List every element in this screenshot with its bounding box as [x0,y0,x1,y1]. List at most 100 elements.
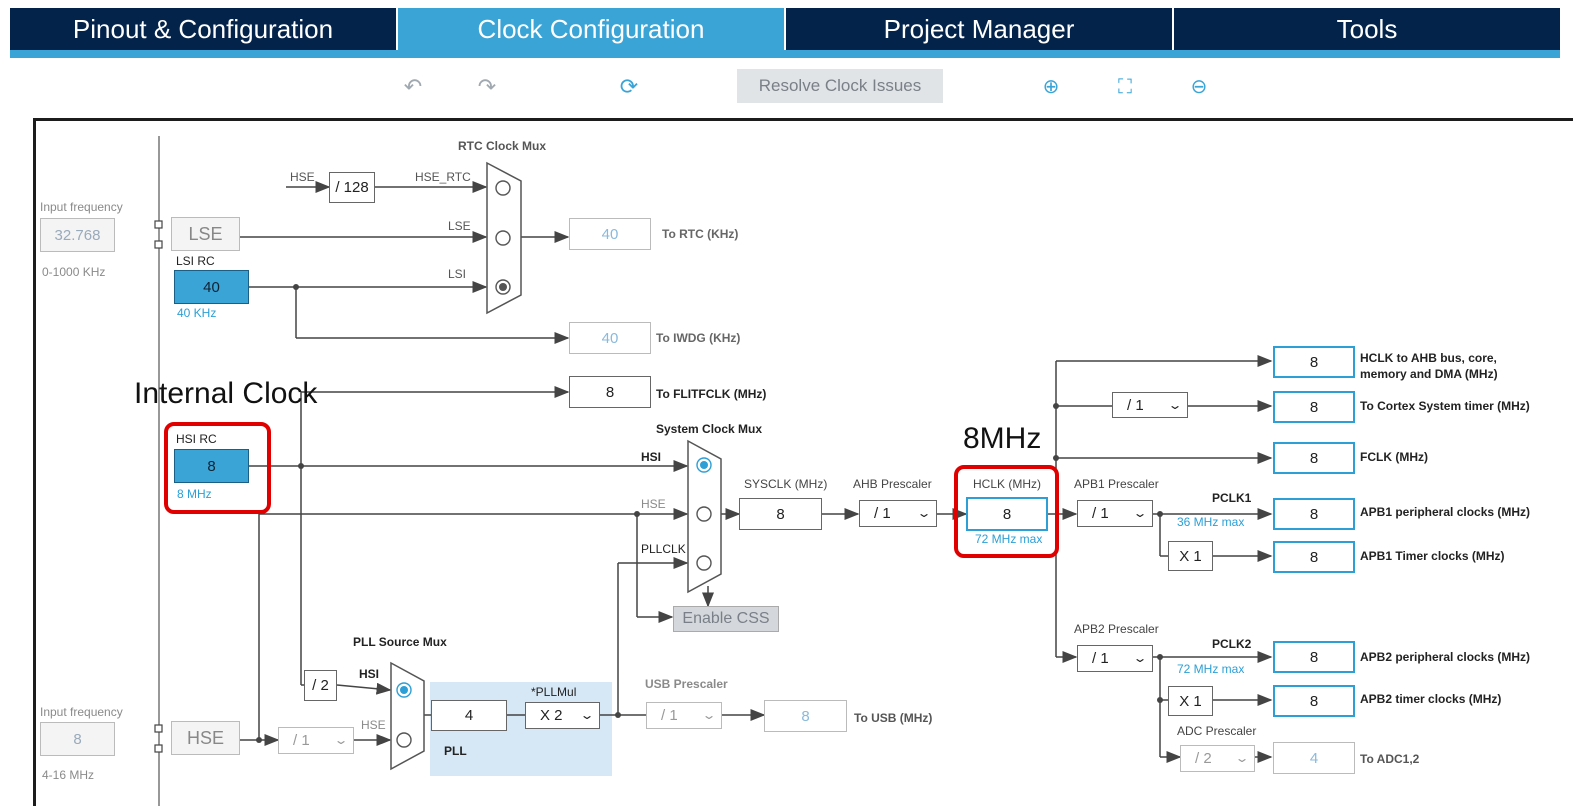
hse-range-label: 4-16 MHz [42,768,95,782]
sysclk-value: 8 [739,498,822,530]
apb1-prescaler-select[interactable]: / 1 ⌄ [1077,500,1153,527]
output-apb1-peripheral-label: APB1 peripheral clocks (MHz) [1360,505,1531,519]
cortex-prescaler-value: / 1 [1127,396,1144,414]
ahb-prescaler-label: AHB Prescaler [853,477,932,491]
to-usb-label: To USB (MHz) [854,711,933,725]
adc-prescaler-select[interactable]: / 2⌄ [1180,745,1255,772]
clock-tree-canvas [33,118,1573,806]
chevron-down-icon: ⌄ [701,708,717,722]
rtc-lse-label: LSE [448,219,471,233]
chevron-down-icon: ⌄ [1167,398,1183,412]
undo-icon[interactable]: ↶ [403,74,423,99]
output-fclk-label: FCLK (MHz) [1360,450,1428,464]
cortex-prescaler-select[interactable]: / 1 ⌄ [1112,392,1188,418]
output-apb1-timer-label: APB1 Timer clocks (MHz) [1360,549,1505,563]
sysmux-hse-label: HSE [641,497,666,511]
fit-to-screen-icon[interactable]: ⛶ [1118,76,1132,98]
to-adc-label: To ADC1,2 [1360,752,1420,766]
chevron-down-icon: ⌄ [1132,506,1148,520]
pllmul-select[interactable]: X 2⌄ [525,702,600,729]
hclk-max-label: 72 MHz max [975,532,1043,546]
active-tab-underline [10,50,1560,58]
tab-tools[interactable]: Tools [1174,8,1560,50]
output-hclk-ahb-label: HCLK to AHB bus, core, [1360,351,1497,365]
output-hclk-ahb-value[interactable]: 8 [1273,346,1355,378]
hclk-value-input[interactable]: 8 [966,497,1048,531]
to-flitfclk-label: To FLITFCLK (MHz) [656,387,767,401]
rtc-hse-label: HSE [290,170,315,184]
lse-range-label: 0-1000 KHz [42,265,106,279]
rtc-lsi-label: LSI [448,267,467,281]
iwdg-output-value: 40 [569,322,651,354]
hse-frequency-input[interactable]: 8 [40,722,115,756]
zoom-in-icon[interactable]: ⊕ [1042,76,1060,98]
resolve-clock-issues-button[interactable]: Resolve Clock Issues [737,69,943,103]
hse-prediv-select[interactable]: / 1⌄ [278,727,354,754]
usb-prescaler-label: USB Prescaler [645,677,728,691]
lsi-rc-value[interactable]: 40 [174,270,249,304]
lsi-rc-label: LSI RC [176,254,215,268]
output-apb2-timer-label: APB2 timer clocks (MHz) [1360,692,1502,706]
lse-source-box: LSE [171,217,240,251]
hse-prediv-value: / 1 [293,732,310,749]
lsi-unit-label: 40 KHz [177,306,217,320]
output-cortex-timer-label: To Cortex System timer (MHz) [1360,399,1530,413]
hclk-highlight-box [954,465,1059,558]
apb1-timer-multiplier: X 1 [1168,541,1213,571]
8mhz-annotation: 8MHz [963,422,1042,455]
enable-css-button[interactable]: Enable CSS [673,606,779,632]
chevron-down-icon: ⌄ [1132,651,1148,665]
output-apb1-peripheral-value[interactable]: 8 [1273,498,1355,530]
apb1-prescaler-label: APB1 Prescaler [1074,477,1159,491]
lse-input-frequency-label: Input frequency [40,200,123,214]
usb-prescaler-select[interactable]: / 1⌄ [646,702,722,729]
rtc-output-value: 40 [569,218,651,250]
output-apb1-timer-value[interactable]: 8 [1273,541,1355,573]
output-cortex-timer-value[interactable]: 8 [1273,391,1355,423]
hsi-highlight-box [164,422,271,514]
to-iwdg-label: To IWDG (KHz) [656,331,741,345]
apb1-prescaler-value: / 1 [1092,505,1109,522]
tab-bar: Pinout & Configuration Clock Configurati… [10,8,1560,50]
hsi-unit-label: 8 MHz [177,487,212,501]
apb2-timer-multiplier: X 1 [1168,686,1213,716]
hse-source-box: HSE [171,721,240,755]
output-apb2-peripheral-label: APB2 peripheral clocks (MHz) [1360,650,1531,664]
output-apb2-peripheral-value[interactable]: 8 [1273,641,1355,673]
apb1-max-label: 36 MHz max [1177,515,1245,529]
internal-clock-annotation: Internal Clock [134,377,318,410]
ahb-prescaler-value: / 1 [874,505,891,522]
ahb-prescaler-select[interactable]: / 1⌄ [859,500,937,527]
hse-input-frequency-label: Input frequency [40,705,123,719]
pclk2-label: PCLK2 [1212,637,1252,651]
chevron-down-icon: ⌄ [1234,751,1250,765]
tab-pinout[interactable]: Pinout & Configuration [10,8,398,50]
apb2-prescaler-label: APB2 Prescaler [1074,622,1159,636]
pll-input-value: 4 [431,700,507,731]
to-rtc-label: To RTC (KHz) [662,227,739,241]
adc-output-value: 4 [1273,742,1355,774]
tab-project-manager[interactable]: Project Manager [786,8,1174,50]
apb2-prescaler-select[interactable]: / 1 ⌄ [1077,645,1153,672]
redo-icon[interactable]: ↷ [477,74,497,99]
rtc-clock-mux-label: RTC Clock Mux [458,139,547,153]
reset-icon[interactable]: ⟳ [619,74,639,99]
output-apb2-timer-value[interactable]: 8 [1273,685,1355,717]
hsi-rc-value[interactable]: 8 [174,449,249,483]
apb2-prescaler-value: / 1 [1092,650,1109,667]
output-fclk-value[interactable]: 8 [1273,442,1355,474]
tab-clock-configuration[interactable]: Clock Configuration [398,8,786,50]
hclk-label: HCLK (MHz) [973,477,1041,491]
lse-frequency-input[interactable]: 32.768 [40,218,115,252]
hsi-rc-label: HSI RC [176,432,217,446]
hse-rtc-label: HSE_RTC [415,170,471,184]
output-hclk-ahb-label-2: memory and DMA (MHz) [1360,367,1498,381]
hsi-div2-box: / 2 [304,670,337,701]
sysclk-label: SYSCLK (MHz) [744,477,828,491]
chevron-down-icon: ⌄ [579,708,595,722]
zoom-out-icon[interactable]: ⊖ [1190,76,1208,98]
apb2-max-label: 72 MHz max [1177,662,1245,676]
pll-label: PLL [444,744,467,758]
